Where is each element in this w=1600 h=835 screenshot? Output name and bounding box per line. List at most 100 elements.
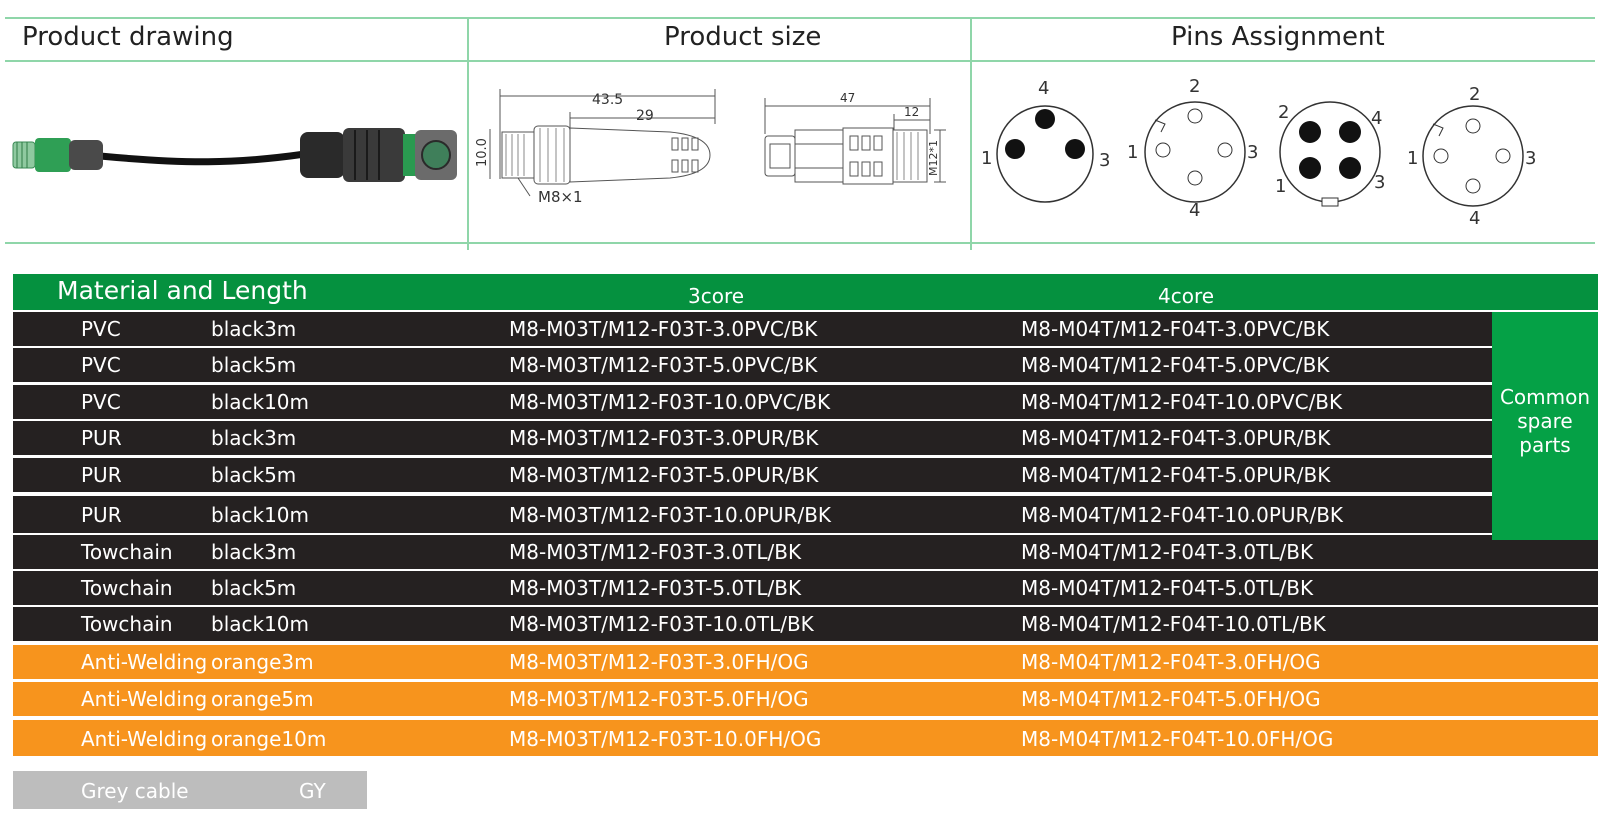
row-3core-code: M8-M03T/M12-F03T-10.0PUR/BK (509, 503, 832, 527)
table-row: PVC black10m M8-M03T/M12-F03T-10.0PVC/BK… (13, 385, 1492, 419)
row-length: orange10m (211, 727, 327, 751)
col-3core: 3core (688, 284, 745, 308)
row-material: PVC (81, 353, 121, 377)
pins-assignment-drawing: 4 1 3 2 1 3 4 2 4 1 3 (975, 64, 1565, 249)
bottom-rule (5, 242, 1595, 244)
row-length: black5m (211, 353, 297, 377)
table-row: Anti-Welding orange5m M8-M03T/M12-F03T-5… (13, 682, 1598, 716)
row-3core-code: M8-M03T/M12-F03T-5.0PUR/BK (509, 463, 819, 487)
svg-text:1: 1 (981, 148, 992, 169)
row-4core-code: M8-M04T/M12-F04T-10.0PUR/BK (1021, 503, 1344, 527)
row-4core-code: M8-M04T/M12-F04T-3.0TL/BK (1021, 540, 1314, 564)
row-material: Towchain (81, 540, 173, 564)
divider-1 (467, 18, 469, 250)
svg-text:1: 1 (1127, 142, 1138, 163)
row-4core-code: M8-M04T/M12-F04T-5.0FH/OG (1021, 687, 1321, 711)
dim-29: 29 (636, 108, 654, 124)
row-material: PUR (81, 426, 122, 450)
pin-diagram-3-male: 4 1 3 (981, 78, 1110, 203)
row-material: Anti-Welding (81, 727, 208, 751)
table-row: Towchain black3m M8-M03T/M12-F03T-3.0TL/… (13, 535, 1598, 569)
product-drawing-image (5, 64, 465, 249)
spare-line-2: spare (1517, 409, 1573, 433)
row-4core-code: M8-M04T/M12-F04T-3.0PVC/BK (1021, 317, 1330, 341)
row-length: orange3m (211, 650, 314, 674)
row-3core-code: M8-M03T/M12-F03T-10.0FH/OG (509, 727, 822, 751)
product-size-drawing: 43.5 29 10.0 M8×1 47 12 (470, 64, 968, 249)
header-rule (5, 60, 1595, 62)
svg-text:4: 4 (1371, 108, 1382, 129)
table-row: PVC black3m M8-M03T/M12-F03T-3.0PVC/BK M… (13, 312, 1492, 346)
table-row: Towchain black10m M8-M03T/M12-F03T-10.0T… (13, 607, 1598, 641)
row-4core-code: M8-M04T/M12-F04T-10.0PVC/BK (1021, 390, 1343, 414)
dim-10: 10.0 (475, 138, 490, 167)
spare-line-3: parts (1519, 433, 1571, 457)
row-4core-code: M8-M04T/M12-F04T-5.0TL/BK (1021, 576, 1314, 600)
pins-assignment-title: Pins Assignment (1171, 22, 1385, 52)
row-length: orange5m (211, 687, 314, 711)
row-3core-code: M8-M03T/M12-F03T-3.0PUR/BK (509, 426, 819, 450)
table-header: Material and Length 3core 4core (13, 274, 1598, 310)
row-3core-code: M8-M03T/M12-F03T-5.0PVC/BK (509, 353, 818, 377)
row-length: black5m (211, 576, 297, 600)
divider-2 (970, 18, 972, 250)
common-spare-parts-badge: Common spare parts (1492, 312, 1598, 540)
svg-text:3: 3 (1099, 150, 1110, 171)
row-4core-code: M8-M04T/M12-F04T-3.0PUR/BK (1021, 426, 1331, 450)
svg-text:3: 3 (1525, 148, 1536, 169)
row-length: black3m (211, 317, 297, 341)
row-3core-code: M8-M03T/M12-F03T-10.0PVC/BK (509, 390, 831, 414)
pin-diagram-4-female: 2 1 3 4 (1407, 84, 1536, 229)
table-row: Towchain black5m M8-M03T/M12-F03T-5.0TL/… (13, 571, 1598, 605)
svg-text:2: 2 (1189, 76, 1200, 97)
row-4core-code: M8-M04T/M12-F04T-5.0PUR/BK (1021, 463, 1331, 487)
table-row: Anti-Welding orange10m M8-M03T/M12-F03T-… (13, 720, 1598, 756)
row-material: PVC (81, 317, 121, 341)
dim-12: 12 (904, 105, 919, 119)
row-4core-code: M8-M04T/M12-F04T-3.0FH/OG (1021, 650, 1321, 674)
table-row: PVC black5m M8-M03T/M12-F03T-5.0PVC/BK M… (13, 348, 1492, 382)
row-material: PUR (81, 463, 122, 487)
row-length: black3m (211, 540, 297, 564)
table-row: PUR black3m M8-M03T/M12-F03T-3.0PUR/BK M… (13, 421, 1492, 455)
grey-cable-row: Grey cable GY (13, 771, 367, 809)
pin-diagram-3-female: 2 1 3 4 (1127, 76, 1258, 221)
row-3core-code: M8-M03T/M12-F03T-10.0TL/BK (509, 612, 814, 636)
row-length: black10m (211, 503, 310, 527)
product-size-title: Product size (664, 22, 822, 52)
row-4core-code: M8-M04T/M12-F04T-10.0FH/OG (1021, 727, 1334, 751)
svg-text:4: 4 (1189, 200, 1200, 221)
material-length-title: Material and Length (57, 276, 308, 305)
row-4core-code: M8-M04T/M12-F04T-10.0TL/BK (1021, 612, 1326, 636)
row-3core-code: M8-M03T/M12-F03T-3.0FH/OG (509, 650, 809, 674)
svg-text:4: 4 (1038, 78, 1049, 99)
row-length: black10m (211, 390, 310, 414)
thread-m12: M12*1 (927, 140, 940, 176)
dim-47: 47 (840, 91, 855, 105)
svg-text:3: 3 (1374, 172, 1385, 193)
thread-m8: M8×1 (538, 188, 583, 206)
row-length: black5m (211, 463, 297, 487)
row-length: black3m (211, 426, 297, 450)
product-drawing-title: Product drawing (22, 22, 234, 52)
svg-text:1: 1 (1407, 148, 1418, 169)
row-material: Towchain (81, 576, 173, 600)
spare-line-1: Common (1499, 385, 1591, 409)
dim-43-5: 43.5 (592, 92, 623, 108)
row-material: Towchain (81, 612, 173, 636)
svg-text:2: 2 (1469, 84, 1480, 105)
row-4core-code: M8-M04T/M12-F04T-5.0PVC/BK (1021, 353, 1330, 377)
row-material: PUR (81, 503, 122, 527)
grey-cable-label: Grey cable (81, 779, 189, 803)
row-material: Anti-Welding (81, 650, 208, 674)
row-3core-code: M8-M03T/M12-F03T-3.0PVC/BK (509, 317, 818, 341)
grey-cable-code: GY (299, 779, 326, 803)
row-material: PVC (81, 390, 121, 414)
svg-text:1: 1 (1275, 176, 1286, 197)
top-rule (5, 17, 1595, 19)
row-3core-code: M8-M03T/M12-F03T-3.0TL/BK (509, 540, 802, 564)
svg-text:4: 4 (1469, 208, 1480, 229)
pin-diagram-4-male: 2 4 1 3 (1275, 101, 1385, 207)
col-4core: 4core (1158, 284, 1215, 308)
row-3core-code: M8-M03T/M12-F03T-5.0FH/OG (509, 687, 809, 711)
